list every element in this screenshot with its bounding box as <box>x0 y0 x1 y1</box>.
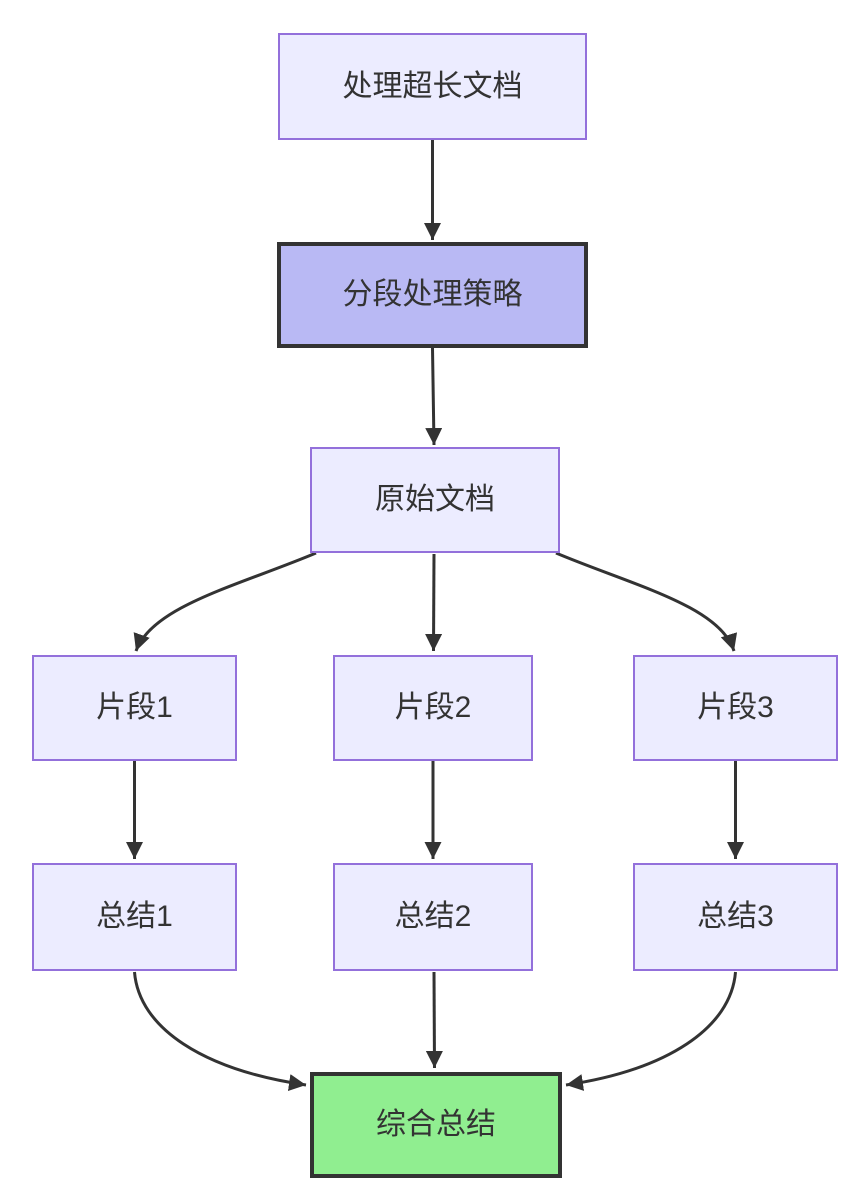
edge-C-D2 <box>425 553 443 652</box>
edge-E3-F <box>565 971 737 1091</box>
node-label: 分段处理策略 <box>342 278 523 311</box>
node-summary-1: 总结1 <box>32 863 237 971</box>
node-fragment-2: 片段2 <box>333 655 533 761</box>
edge-E1-F <box>133 971 307 1091</box>
node-fragment-3: 片段3 <box>633 655 838 761</box>
node-final-summary: 综合总结 <box>310 1072 562 1178</box>
edge-C-D1 <box>133 551 317 652</box>
edge-B-C <box>425 347 443 446</box>
node-label: 片段3 <box>697 691 774 724</box>
node-label: 原始文档 <box>375 483 495 516</box>
node-label: 总结2 <box>394 900 472 933</box>
node-summary-2: 总结2 <box>333 863 533 971</box>
edge-E2-F <box>425 971 443 1069</box>
node-segmentation-strategy: 分段处理策略 <box>277 242 588 348</box>
node-label: 片段1 <box>96 691 173 724</box>
node-fragment-1: 片段1 <box>32 655 237 761</box>
node-label: 总结1 <box>96 900 173 933</box>
node-handle-long-document: 处理超长文档 <box>278 33 587 140</box>
node-summary-3: 总结3 <box>633 863 838 971</box>
node-original-document: 原始文档 <box>310 447 560 553</box>
edge-C-D3 <box>555 551 738 652</box>
node-label: 片段2 <box>394 691 472 724</box>
node-label: 综合总结 <box>376 1108 496 1141</box>
node-label: 总结3 <box>697 900 774 933</box>
node-label: 处理超长文档 <box>342 69 523 103</box>
